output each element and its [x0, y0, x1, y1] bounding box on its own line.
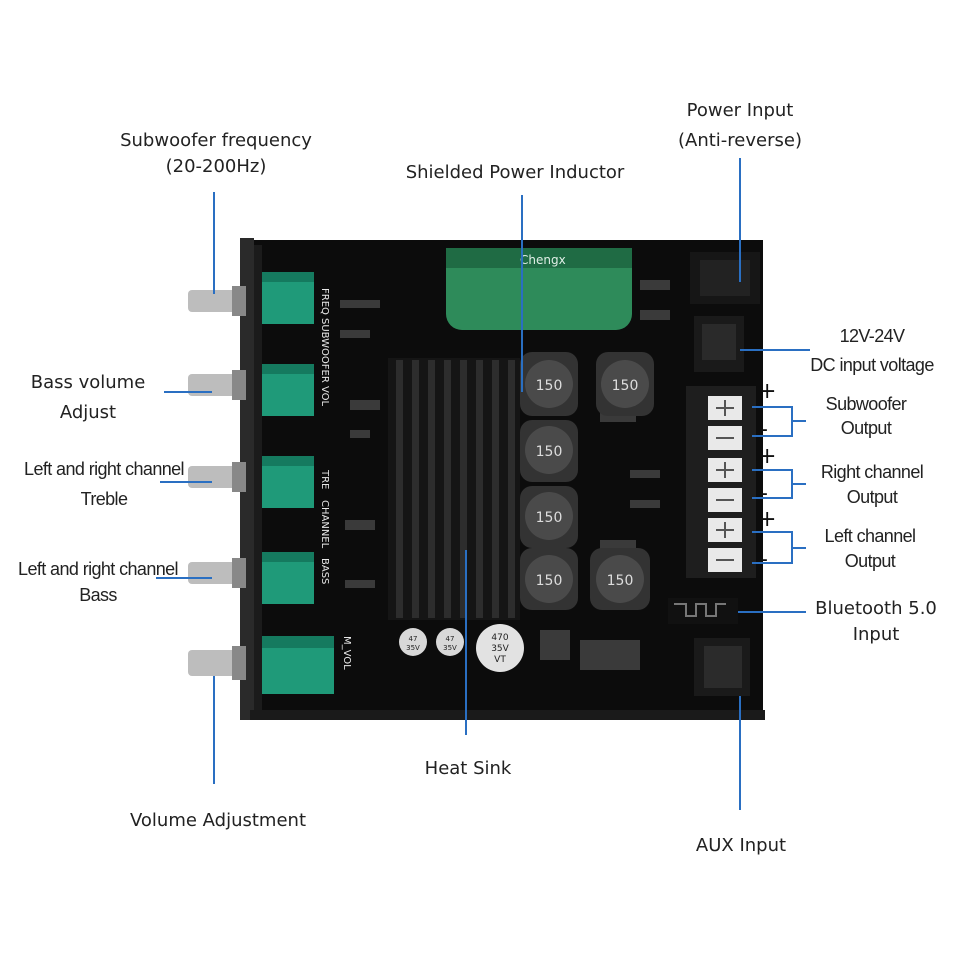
sign-right-minus: - — [760, 481, 768, 506]
label-bass-volume-line1: Bass volume — [30, 372, 146, 393]
knob-label-mvol: M_VOL — [341, 636, 352, 670]
bracket-left — [752, 531, 806, 564]
label-sub-output: Subwoofer Output — [826, 392, 907, 440]
knob-label-bass: BASS — [319, 558, 330, 584]
output-terminal-block[interactable] — [686, 386, 756, 578]
sign-sub-plus: + — [758, 379, 776, 404]
label-power-input-line1: Power Input — [686, 100, 794, 121]
cap-main-value: 470 — [491, 633, 508, 643]
heat-sink — [388, 358, 520, 620]
inductor-value: 150 — [612, 378, 639, 394]
terminal-signs: + - + - + - — [758, 379, 776, 572]
knob-treble[interactable] — [188, 462, 246, 492]
knob-volume[interactable] — [188, 646, 246, 680]
knob-bass-volume[interactable] — [188, 370, 246, 400]
label-subwoofer-freq: Subwoofer frequency (20-200Hz) — [120, 128, 312, 180]
label-bass-line1: Left and right channel — [18, 559, 179, 579]
label-right-output: Right channel Output — [820, 460, 924, 510]
sign-left-plus: + — [758, 507, 776, 532]
label-power-input-line2: (Anti-reverse) — [678, 130, 802, 151]
main-capacitor: Chengx — [446, 248, 632, 330]
cap-small-voltage: 35V — [443, 644, 457, 652]
sign-sub-minus: - — [760, 417, 768, 442]
label-power-input: Power Input (Anti-reverse) — [678, 96, 802, 156]
label-bass-line2: Bass — [79, 585, 117, 605]
label-right-output-line1: Right channel — [820, 462, 924, 482]
inductor-value: 150 — [536, 378, 563, 394]
inductor: 150 — [520, 548, 578, 610]
inductor: 150 — [520, 486, 578, 548]
inductor: 150 — [520, 420, 578, 482]
label-dc-voltage-line1: 12V-24V — [839, 326, 905, 346]
label-bluetooth-line2: Input — [852, 624, 900, 645]
inductor-value: 150 — [536, 573, 563, 589]
knob-bass[interactable] — [188, 558, 246, 588]
brand-text: Chengx — [520, 253, 566, 267]
label-bass: Left and right channel Bass — [18, 556, 179, 608]
inductor-value: 150 — [607, 573, 634, 589]
aux-jack[interactable] — [694, 638, 750, 696]
label-bass-volume-line2: Adjust — [59, 402, 117, 423]
label-left-output-line1: Left channel — [824, 526, 916, 546]
inductor: 150 — [590, 548, 650, 610]
knob-label-sub-vol: SUBWOOFER VOL — [319, 318, 330, 407]
cap-main-voltage: 35V — [491, 644, 509, 654]
label-aux: AUX Input — [695, 835, 787, 856]
cap-small-value: 47 — [409, 635, 418, 643]
label-sub-output-line1: Subwoofer — [825, 394, 907, 414]
label-dc-voltage-line2: DC input voltage — [810, 355, 934, 375]
label-treble: Left and right channel Treble — [24, 454, 185, 514]
knob-labels: FREQ SUBWOOFER VOL TRE CHANNEL BASS M_VO… — [319, 288, 352, 670]
label-subwoofer-freq-line2: (20-200Hz) — [165, 156, 267, 177]
dc-input-terminal[interactable] — [694, 316, 744, 372]
knob-label-tre: TRE — [319, 469, 330, 489]
knob-freq[interactable] — [188, 286, 246, 316]
potentiometers — [262, 272, 334, 694]
label-bass-volume: Bass volume Adjust — [31, 368, 146, 428]
label-right-output-line2: Output — [846, 487, 898, 507]
label-left-output: Left channel Output — [825, 524, 916, 574]
label-bluetooth-line1: Bluetooth 5.0 — [815, 598, 937, 619]
label-treble-line2: Treble — [80, 489, 128, 509]
sign-left-minus: - — [760, 547, 768, 572]
leader-lines — [156, 158, 810, 810]
label-inductor: Shielded Power Inductor — [405, 162, 625, 183]
sign-right-plus: + — [758, 444, 776, 469]
inductor: 150 — [520, 352, 578, 416]
inductors: 150 150 150 150 150 150 — [520, 352, 654, 610]
cap-small-voltage: 35V — [406, 644, 420, 652]
label-treble-line1: Left and right channel — [24, 459, 185, 479]
label-heat-sink: Heat Sink — [424, 758, 512, 779]
label-left-output-line2: Output — [844, 551, 896, 571]
label-bluetooth: Bluetooth 5.0 Input — [815, 596, 937, 648]
cap-small-value: 47 — [446, 635, 455, 643]
bluetooth-module — [668, 598, 738, 624]
label-volume: Volume Adjustment — [129, 810, 307, 831]
bracket-subwoofer — [752, 406, 806, 437]
label-subwoofer-freq-line1: Subwoofer frequency — [120, 130, 312, 151]
inductor-value: 150 — [536, 510, 563, 526]
inductor-value: 150 — [536, 444, 563, 460]
dc-jack[interactable] — [690, 252, 760, 304]
knob-label-channel: CHANNEL — [319, 500, 330, 549]
inductor: 150 — [596, 352, 654, 416]
label-sub-output-line2: Output — [840, 418, 892, 438]
knob-label-freq: FREQ — [319, 288, 330, 315]
cap-main-series: VT — [494, 655, 506, 665]
bracket-right — [752, 469, 806, 499]
label-dc-voltage: 12V-24V DC input voltage — [810, 322, 934, 380]
